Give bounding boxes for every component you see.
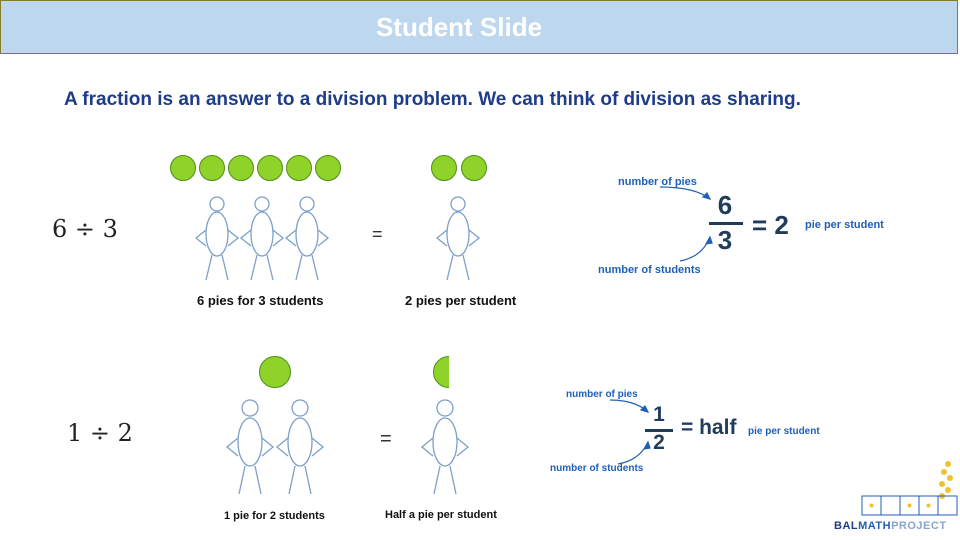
slide-header bbox=[0, 0, 958, 54]
student-figure bbox=[225, 399, 275, 495]
student-group-2 bbox=[225, 399, 325, 495]
expression-6-div-3: 6 ÷ 3 bbox=[52, 215, 118, 243]
annotation-number-of-students: number of students bbox=[598, 264, 701, 276]
logo-wordmark: BALMATHPROJECT bbox=[834, 520, 947, 532]
equals-sign: = bbox=[372, 224, 383, 244]
slide-title: Student Slide bbox=[375, 12, 543, 42]
half-pie bbox=[433, 356, 449, 388]
pie bbox=[259, 356, 291, 388]
annotation-arrows bbox=[659, 186, 713, 262]
fraction-bar bbox=[709, 222, 743, 225]
expression-1-div-2: 1 ÷ 2 bbox=[67, 419, 133, 447]
annotation-number-of-students: number of students bbox=[550, 463, 644, 474]
logo-graphic bbox=[861, 461, 958, 516]
student-figure bbox=[239, 196, 285, 281]
pie bbox=[286, 155, 312, 181]
equals-sign: = bbox=[380, 428, 392, 450]
student-single bbox=[420, 399, 470, 495]
caption-1-pie: 1 pie for 2 students bbox=[224, 510, 325, 522]
caption-6-pies: 6 pies for 3 students bbox=[197, 293, 324, 308]
result-unit: pie per student bbox=[805, 219, 884, 231]
student-figure bbox=[275, 399, 325, 495]
student-figure bbox=[194, 196, 240, 281]
result-half: = half bbox=[681, 416, 737, 439]
annotation-number-of-pies: number of pies bbox=[618, 176, 697, 188]
fraction-bar bbox=[645, 429, 673, 432]
logo-text-math: MATH bbox=[858, 520, 892, 532]
numerator-6: 6 bbox=[717, 190, 733, 220]
denominator-3: 3 bbox=[717, 225, 733, 255]
pie bbox=[199, 155, 225, 181]
pie-row-6 bbox=[170, 155, 350, 183]
pie bbox=[170, 155, 196, 181]
result-unit: pie per student bbox=[748, 426, 820, 437]
caption-2-pies: 2 pies per student bbox=[405, 293, 517, 308]
student-single bbox=[435, 196, 481, 281]
logo-text-bal: BAL bbox=[834, 520, 859, 532]
pie bbox=[431, 155, 457, 181]
pie bbox=[257, 155, 283, 181]
denominator-2: 2 bbox=[653, 431, 665, 454]
result-2: = 2 bbox=[752, 210, 789, 240]
pie bbox=[315, 155, 341, 181]
student-group-3 bbox=[194, 196, 330, 281]
intro-text: A fraction is an answer to a division pr… bbox=[64, 89, 801, 110]
numerator-1: 1 bbox=[653, 403, 665, 426]
pie bbox=[228, 155, 254, 181]
student-figure bbox=[284, 196, 330, 281]
caption-half-pie: Half a pie per student bbox=[385, 509, 497, 521]
annotation-number-of-pies: number of pies bbox=[566, 389, 638, 400]
pie bbox=[461, 155, 487, 181]
logo-text-project: PROJECT bbox=[891, 520, 947, 532]
annotation-arrows bbox=[609, 399, 651, 465]
